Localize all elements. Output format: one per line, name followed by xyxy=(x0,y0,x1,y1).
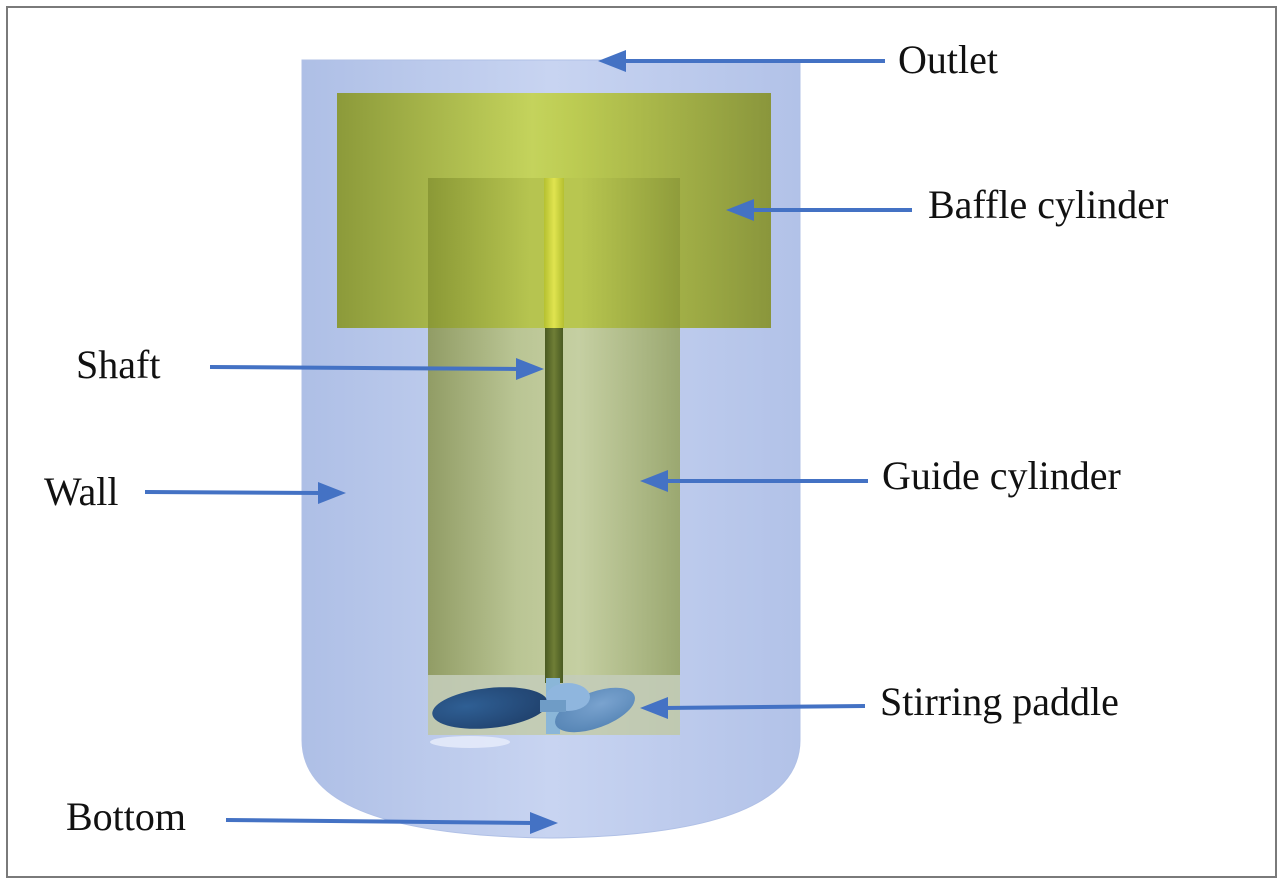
bottom-highlight xyxy=(430,736,510,748)
bottom-label: Bottom xyxy=(66,794,187,839)
outlet-label: Outlet xyxy=(898,37,998,82)
baffle-cylinder-label: Baffle cylinder xyxy=(928,182,1169,227)
outlet-arrow xyxy=(598,50,885,72)
shaft-upper xyxy=(544,178,564,328)
figure-border xyxy=(6,6,1277,878)
stirring-paddle-arrow xyxy=(640,697,866,719)
stirring-paddle-label: Stirring paddle xyxy=(880,679,1119,724)
wall-label: Wall xyxy=(44,469,119,514)
guide-cylinder-label: Guide cylinder xyxy=(882,453,1121,498)
shaft-arrow xyxy=(209,358,544,380)
bottom-arrow xyxy=(225,812,558,834)
shaft-label: Shaft xyxy=(76,342,161,387)
guide-cylinder-arrow xyxy=(640,470,868,492)
arrows xyxy=(144,50,912,834)
wall-arrow xyxy=(144,482,346,504)
baffle-cylinder-arrow xyxy=(726,199,912,221)
stirring-paddle xyxy=(432,678,635,734)
shaft xyxy=(545,328,563,683)
